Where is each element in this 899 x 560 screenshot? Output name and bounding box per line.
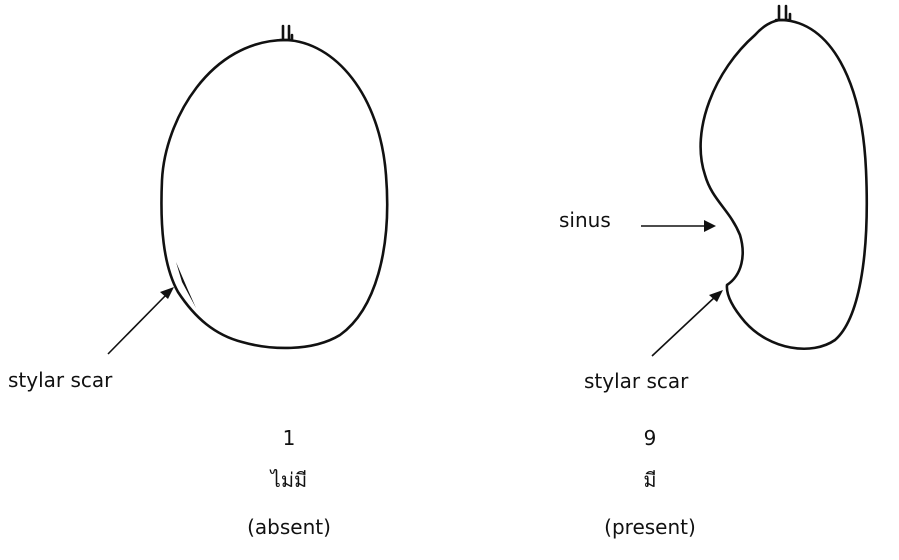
left-fruit-stalk: [280, 26, 292, 40]
right-english-label: (present): [570, 517, 730, 537]
right-fruit: [701, 6, 867, 349]
right-sinus-arrow: [641, 220, 716, 232]
left-english-label: (absent): [209, 517, 369, 537]
right-sinus-label: sinus: [559, 210, 611, 230]
right-thai-label: มี: [570, 470, 730, 490]
left-stylar-scar-label: stylar scar: [8, 370, 112, 390]
right-fruit-stalk: [776, 6, 790, 20]
right-fruit-outline: [701, 20, 867, 349]
left-scar-arrow: [108, 287, 174, 354]
right-stylar-scar-label: stylar scar: [584, 371, 688, 391]
right-scar-arrow: [652, 290, 723, 356]
right-code-label: 9: [570, 428, 730, 448]
left-code-label: 1: [209, 428, 369, 448]
left-thai-label: ไม่มี: [209, 470, 369, 490]
left-fruit: [161, 26, 387, 348]
left-fruit-outline: [161, 40, 387, 348]
